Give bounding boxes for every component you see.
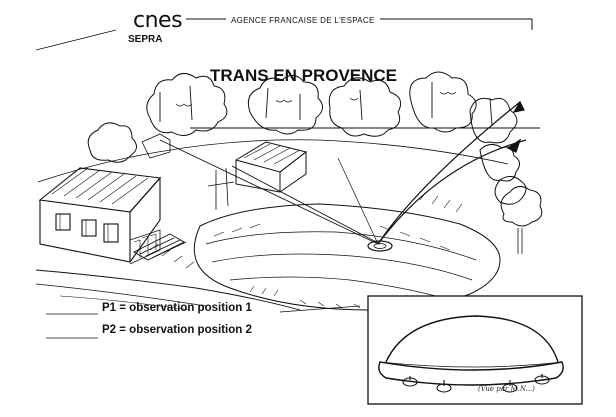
background-trees <box>87 71 527 205</box>
saucer-legs <box>402 374 550 393</box>
label-p2: P2 = observation position 2 <box>102 324 252 336</box>
trajectory-lines <box>159 100 527 245</box>
ground-strokes <box>46 305 361 339</box>
label-p1: P1 = observation position 1 <box>102 302 252 314</box>
foreground-tree-right <box>500 186 543 254</box>
agency-name: AGENCE FRANCAISE DE L'ESPACE <box>231 16 375 25</box>
house-middle <box>141 133 308 210</box>
terrace-platform <box>35 203 501 311</box>
diagram-title: TRANS EN PROVENCE <box>210 66 398 85</box>
stairs <box>133 233 187 261</box>
landing-spot <box>367 240 393 252</box>
saucer-body <box>378 361 564 386</box>
house-left <box>38 167 162 265</box>
inset-box <box>367 295 583 405</box>
sepra-label: SEPRA <box>128 34 163 45</box>
cnes-logo: cnes <box>133 8 183 33</box>
horizon-lines <box>37 127 540 183</box>
inset-caption: (Vue par M.N...) <box>478 385 535 393</box>
header-rules <box>35 18 533 51</box>
saucer-dome <box>385 315 559 363</box>
